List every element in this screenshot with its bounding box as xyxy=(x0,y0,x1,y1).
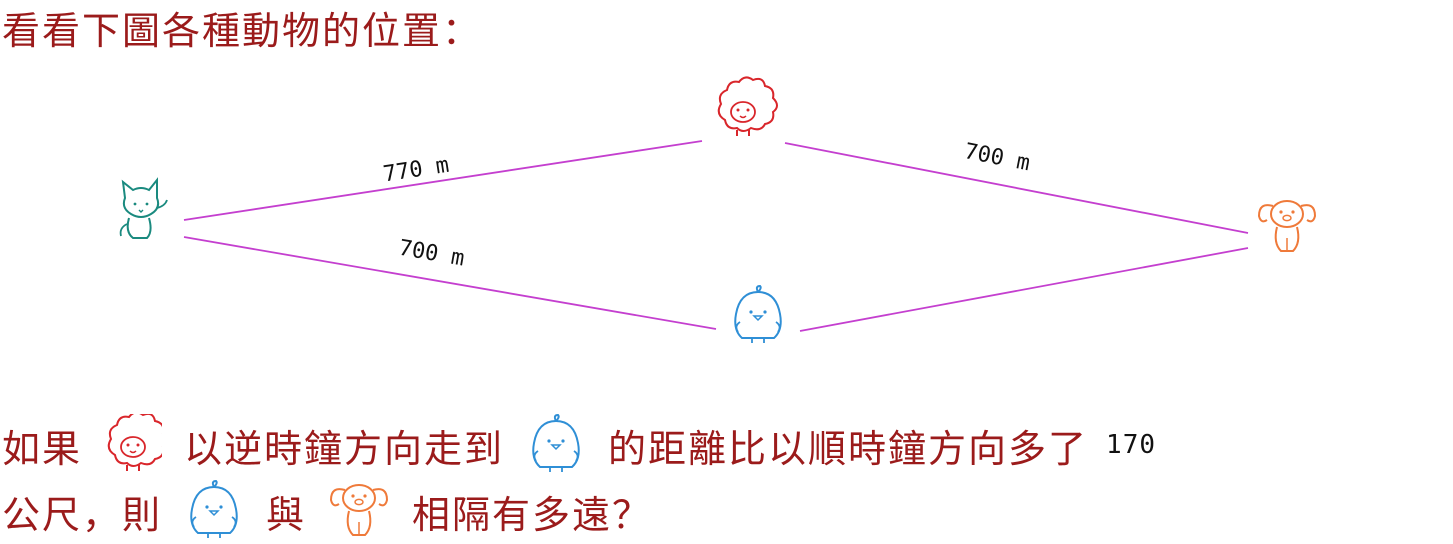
question-text-3: 的距離比以順時鐘方向多了 xyxy=(608,426,1089,471)
edge-chick-dog xyxy=(799,247,1249,332)
dog-icon xyxy=(330,484,389,536)
page-title: 看看下圖各種動物的位置： xyxy=(2,9,483,53)
question-line-2: 公尺，則 與 相隔有多遠？ xyxy=(2,478,652,544)
chick-icon xyxy=(532,414,580,473)
edge-cat-sheep xyxy=(183,140,703,221)
question-line-1: 如果 以逆時鐘方向走到 的距離比以順時鐘方向多了 170 xyxy=(2,412,1156,478)
cat-icon xyxy=(119,179,168,239)
chick-icon xyxy=(734,285,782,344)
dog-icon xyxy=(1258,200,1316,252)
sheep-icon xyxy=(107,414,163,472)
question-text-2: 以逆時鐘方向走到 xyxy=(184,426,505,471)
sheep-icon xyxy=(717,76,778,137)
distance-sheep-dog-label: 700 m xyxy=(962,139,1032,176)
question-text-6: 相隔有多遠？ xyxy=(412,492,653,537)
question-text-4: 公尺，則 xyxy=(2,492,163,537)
distance-cat-chick-label: 700 m xyxy=(397,236,467,272)
edge-sheep-dog xyxy=(784,142,1249,234)
edge-cat-chick xyxy=(183,236,717,330)
chick-icon xyxy=(190,480,238,539)
distance-cat-sheep-label: 770 m xyxy=(381,153,450,188)
question-text-1: 如果 xyxy=(2,426,83,471)
question-number: 170 xyxy=(1106,430,1157,460)
question-text-5: 與 xyxy=(266,492,307,537)
